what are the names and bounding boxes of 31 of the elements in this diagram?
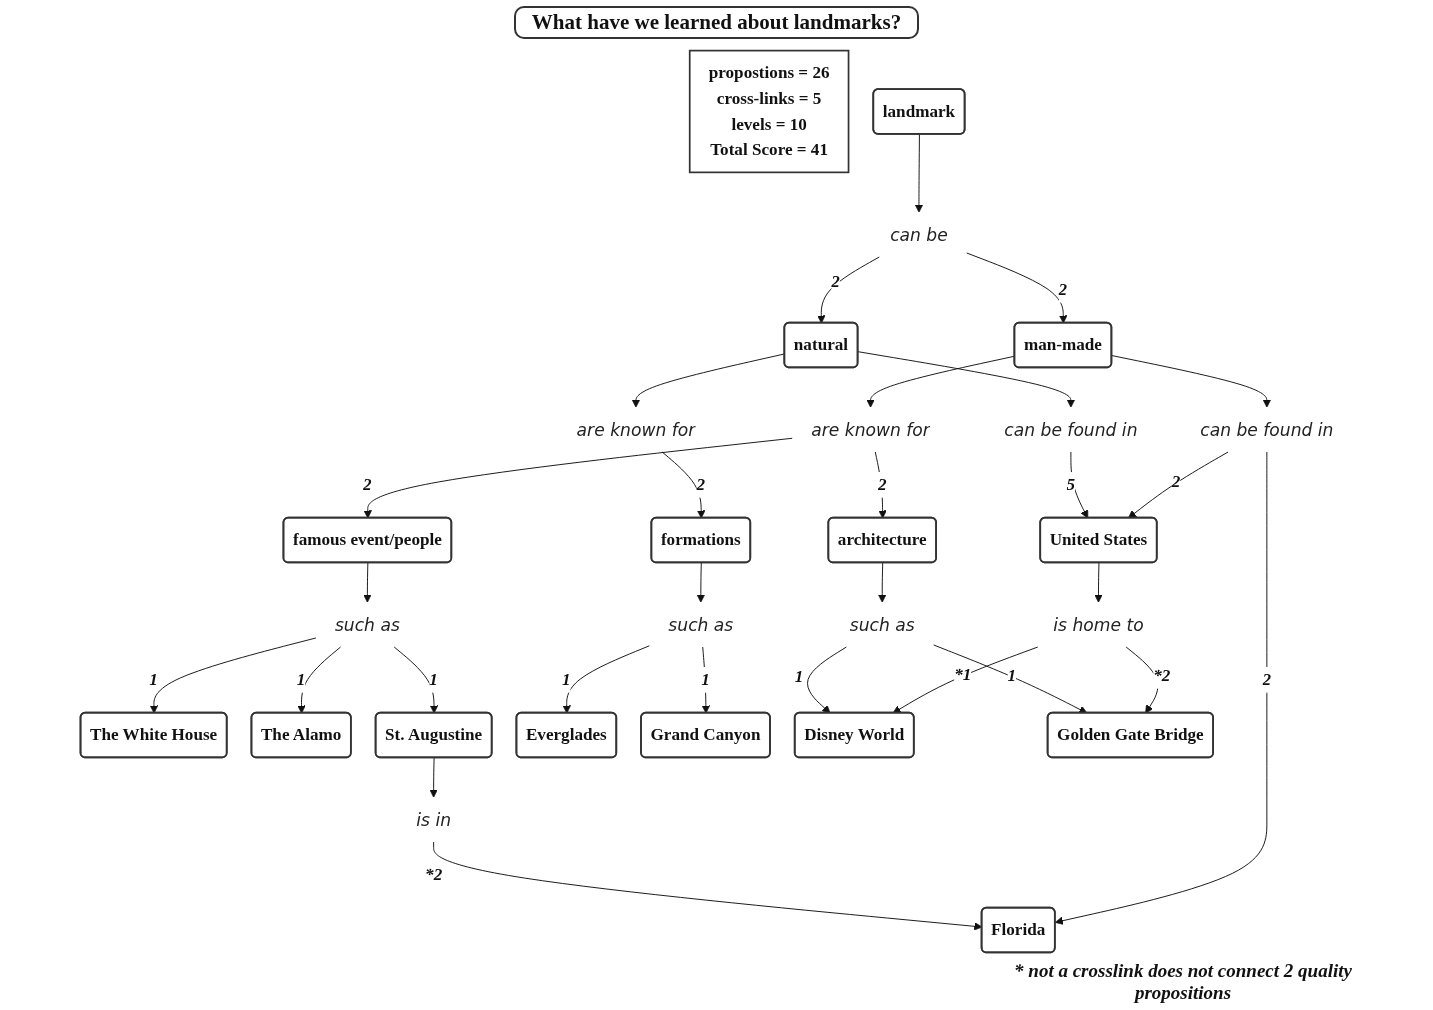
edge-label: *2 bbox=[425, 864, 443, 884]
edge-label: 1 bbox=[429, 669, 438, 689]
edge-label: *2 bbox=[1153, 665, 1171, 685]
node-text: are known for bbox=[811, 419, 930, 440]
edge-label: 5 bbox=[1066, 474, 1076, 494]
edge-label: 1 bbox=[149, 669, 158, 689]
edge-label: 1 bbox=[701, 669, 710, 689]
node-box: propostions = 26 cross-links = 5 levels = 10 Total Score = 41 bbox=[688, 49, 850, 174]
edge-label: 1 bbox=[562, 669, 571, 689]
node-text: such as bbox=[334, 614, 400, 635]
edge-label: 2 bbox=[1058, 279, 1068, 299]
edge-label: 2 bbox=[831, 271, 840, 291]
edge-label: 1 bbox=[794, 666, 804, 686]
node-text: such as bbox=[668, 614, 734, 635]
edge-label: 1 bbox=[296, 669, 306, 689]
edge-label: 1 bbox=[1007, 665, 1017, 685]
node-text: can be found in bbox=[1004, 419, 1138, 440]
node-text: such as bbox=[849, 614, 915, 635]
node-text: is in bbox=[416, 809, 451, 830]
edge-label: 2 bbox=[877, 474, 887, 494]
edge-label: 2 bbox=[1171, 471, 1181, 491]
node-text: can be found in bbox=[1200, 419, 1334, 440]
node-text: are known for bbox=[576, 419, 696, 440]
edge-label: 2 bbox=[363, 474, 372, 494]
edge-label: *1 bbox=[954, 664, 972, 684]
edge-label: 2 bbox=[1262, 669, 1272, 689]
footnote: * not a crosslink does not connect 2 quality propositions bbox=[1013, 960, 1353, 1004]
edge-label: 2 bbox=[696, 474, 706, 494]
title: What have we learned about landmarks? bbox=[513, 6, 920, 39]
node-text: can be bbox=[890, 224, 948, 245]
node-text: is home to bbox=[1053, 614, 1144, 635]
